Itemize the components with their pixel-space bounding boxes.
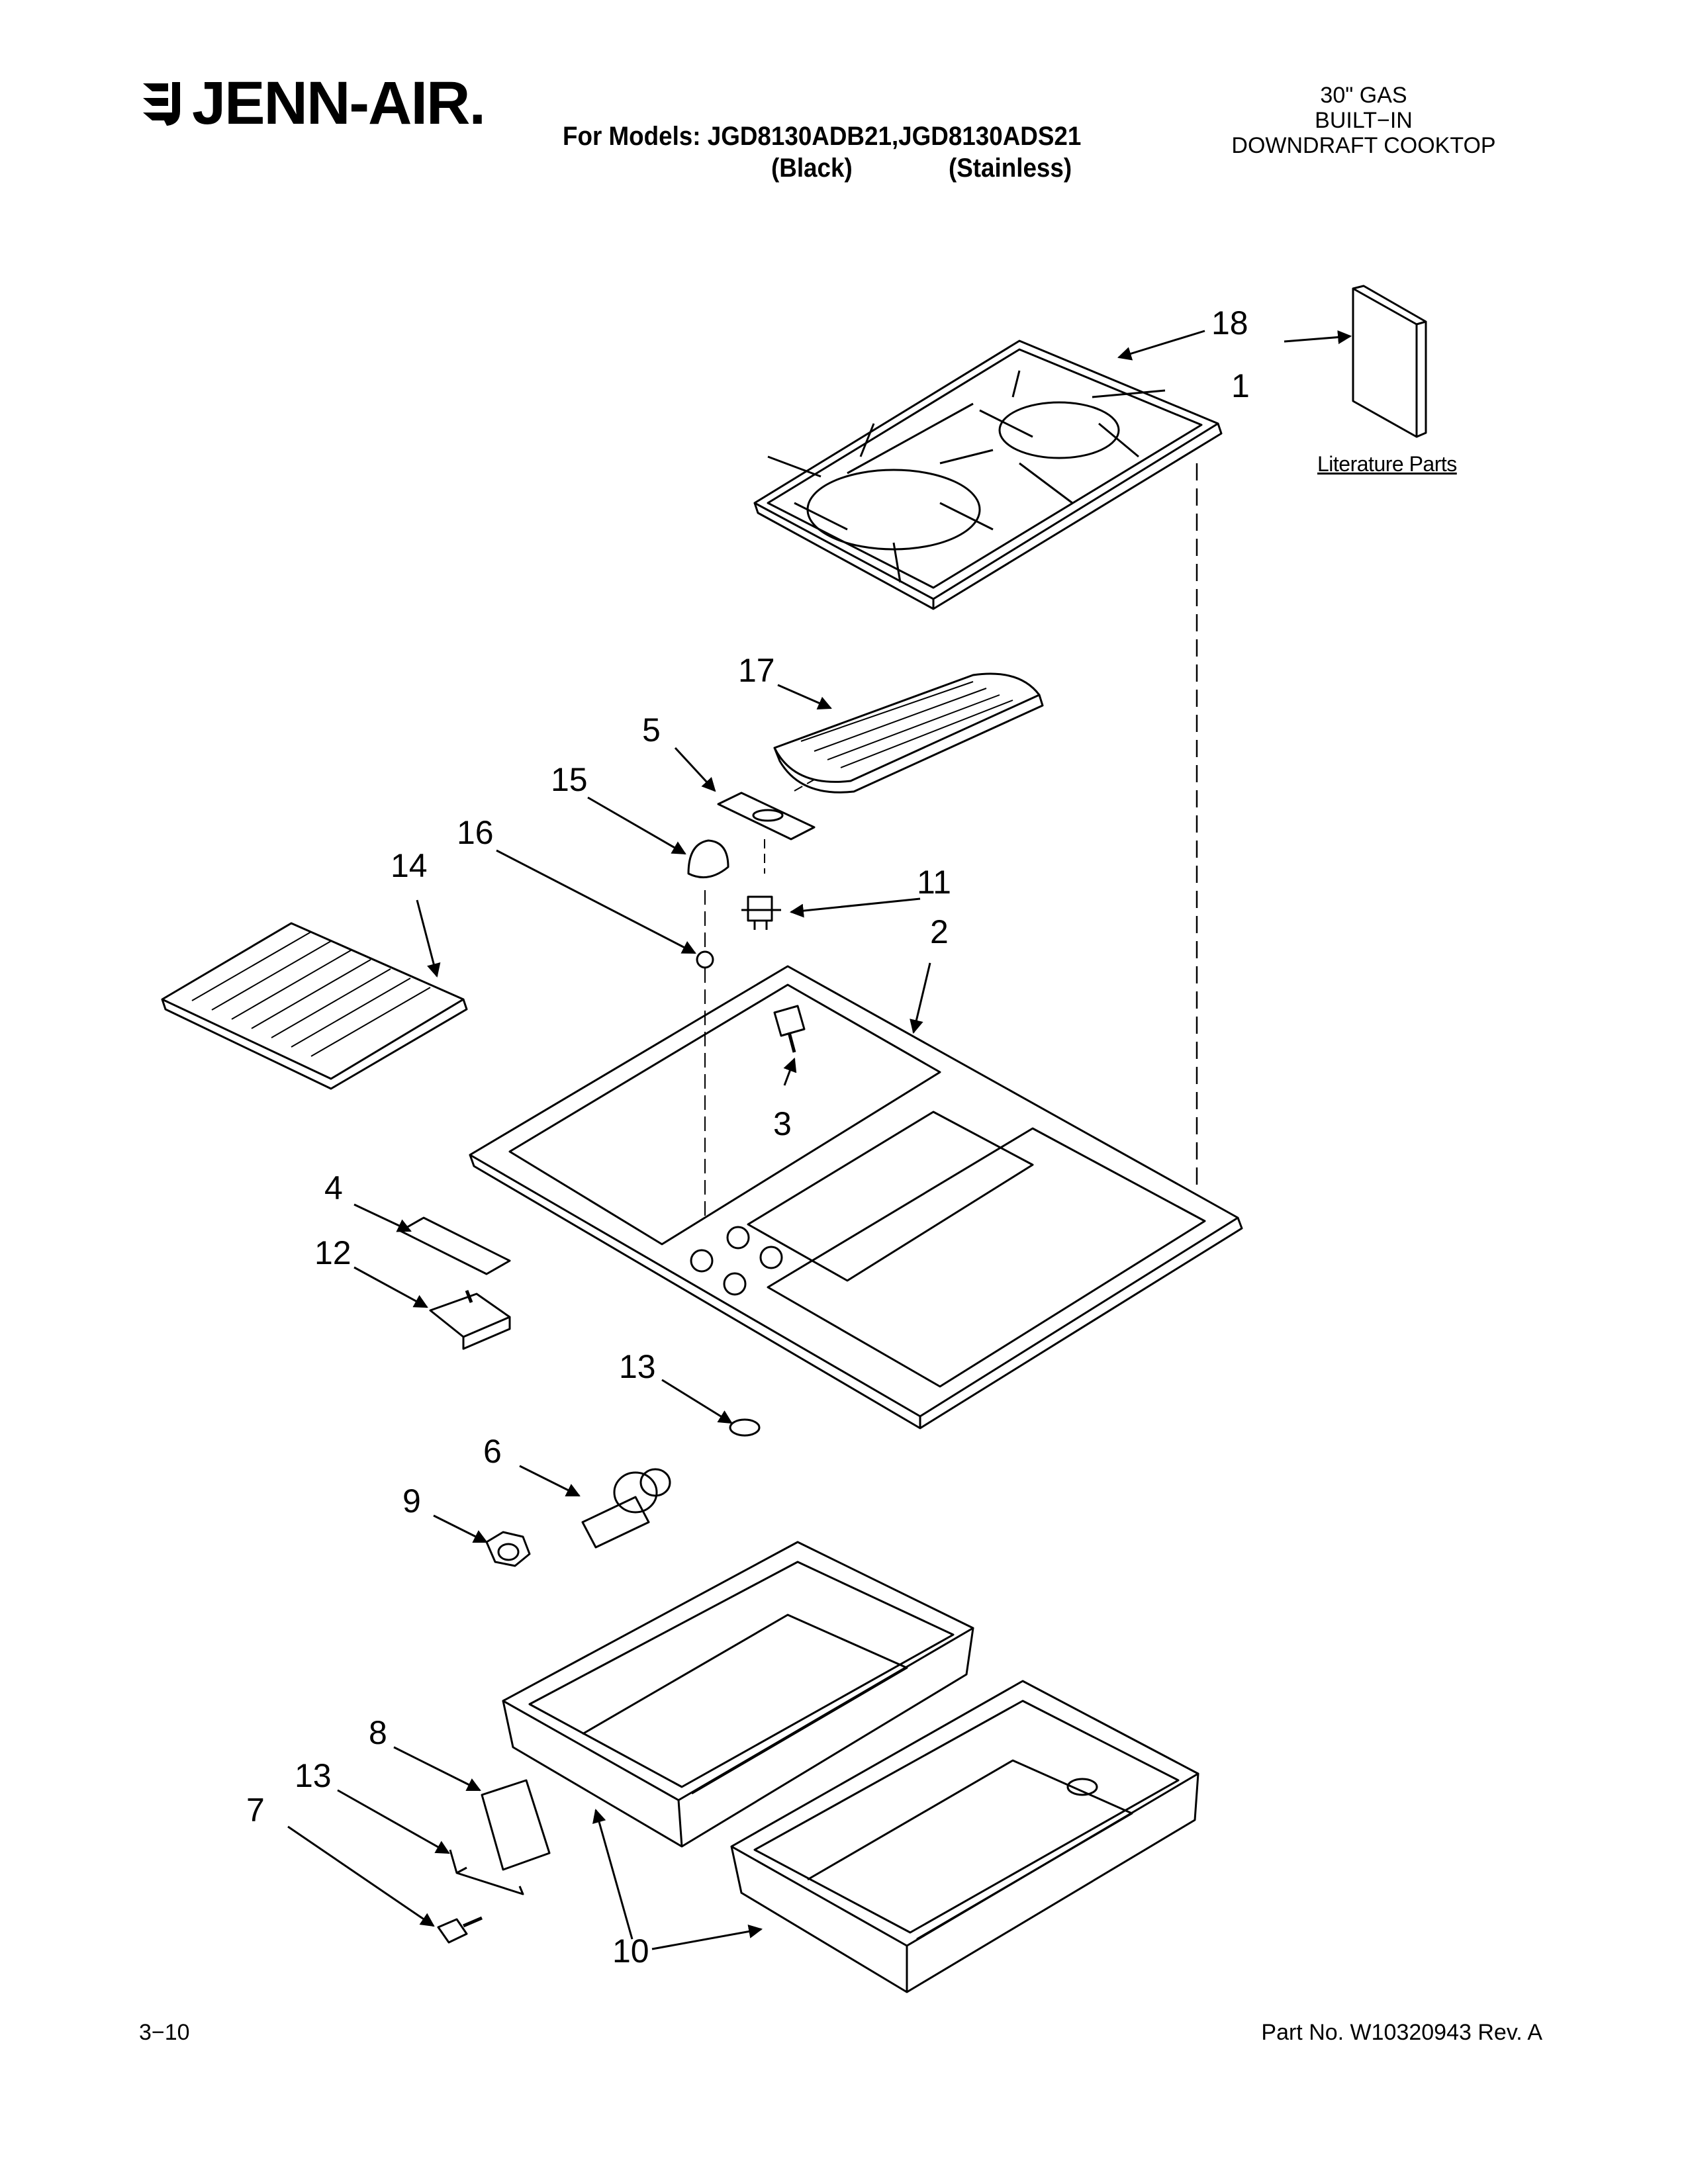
insulation-pad: [399, 1216, 511, 1275]
part-number: Part No. W10320943 Rev. A: [1261, 2020, 1542, 2045]
burner-orifice: [581, 1468, 671, 1549]
callout-9: 9: [402, 1482, 421, 1520]
callout-18: 17: [738, 652, 775, 689]
callout-6: 6: [483, 1433, 502, 1470]
brand-logo: JENN-AIR.: [192, 69, 486, 137]
callout-17: 16: [457, 814, 494, 851]
griddle-grate: [161, 922, 468, 1090]
product-line-3: DOWNDRAFT COOKTOP: [1231, 133, 1496, 158]
callout-7: 7: [246, 1792, 265, 1829]
callout-19: 18: [1211, 304, 1248, 341]
product-description: 30" GAS BUILT−IN DOWNDRAFT COOKTOP: [1205, 83, 1523, 158]
burner-cap: [729, 1418, 761, 1437]
cooktop-frame: [469, 965, 1243, 1430]
page-number: 3−10: [139, 2020, 190, 2045]
color-stainless-label: (Stainless): [949, 154, 1072, 183]
hex-bolt: [437, 1916, 483, 1944]
burner-grate: [753, 340, 1223, 610]
callout-11: 11: [917, 864, 951, 901]
models-title: For Models: JGD8130ADB21,JGD8130ADS21: [563, 122, 1082, 151]
callout-3: 3: [773, 1105, 792, 1142]
literature-book: [1352, 285, 1427, 438]
igniter-module: [429, 1290, 511, 1350]
control-knob: [687, 839, 729, 879]
callout-8: 8: [369, 1714, 387, 1751]
callout-4: 4: [324, 1169, 343, 1206]
callout-1: 1: [1231, 367, 1250, 404]
switch: [741, 895, 781, 930]
burner-box-upper: [502, 1541, 974, 1848]
burner-box-lower: [730, 1680, 1199, 1993]
color-black-label: (Black): [771, 154, 853, 183]
callout-labels: 18 1 17 5 15 16 11 2 14 3 4 12 13 6 9 8 …: [246, 304, 1250, 1970]
callout-16: 15: [551, 761, 588, 798]
literature-parts-label: Literature Parts: [1317, 452, 1457, 476]
callout-13: 13: [619, 1348, 656, 1385]
callout-2: 2: [930, 913, 949, 950]
plate: [717, 792, 816, 841]
callout-10: 10: [612, 1933, 649, 1970]
jenn-air-logo-mark-icon: [143, 82, 180, 126]
callout-14: 13: [295, 1757, 332, 1794]
callout-15: 14: [391, 847, 428, 884]
product-line-1: 30" GAS: [1320, 83, 1407, 108]
callout-12: 12: [314, 1234, 352, 1271]
product-line-2: BUILT−IN: [1315, 108, 1413, 133]
heat-shield: [481, 1779, 551, 1871]
hex-nut: [485, 1531, 531, 1567]
callout-5: 5: [642, 711, 661, 749]
grommet: [696, 950, 714, 969]
vent-grille: [773, 672, 1044, 794]
mounting-bracket: [449, 1849, 524, 1895]
screw: [773, 1005, 806, 1053]
